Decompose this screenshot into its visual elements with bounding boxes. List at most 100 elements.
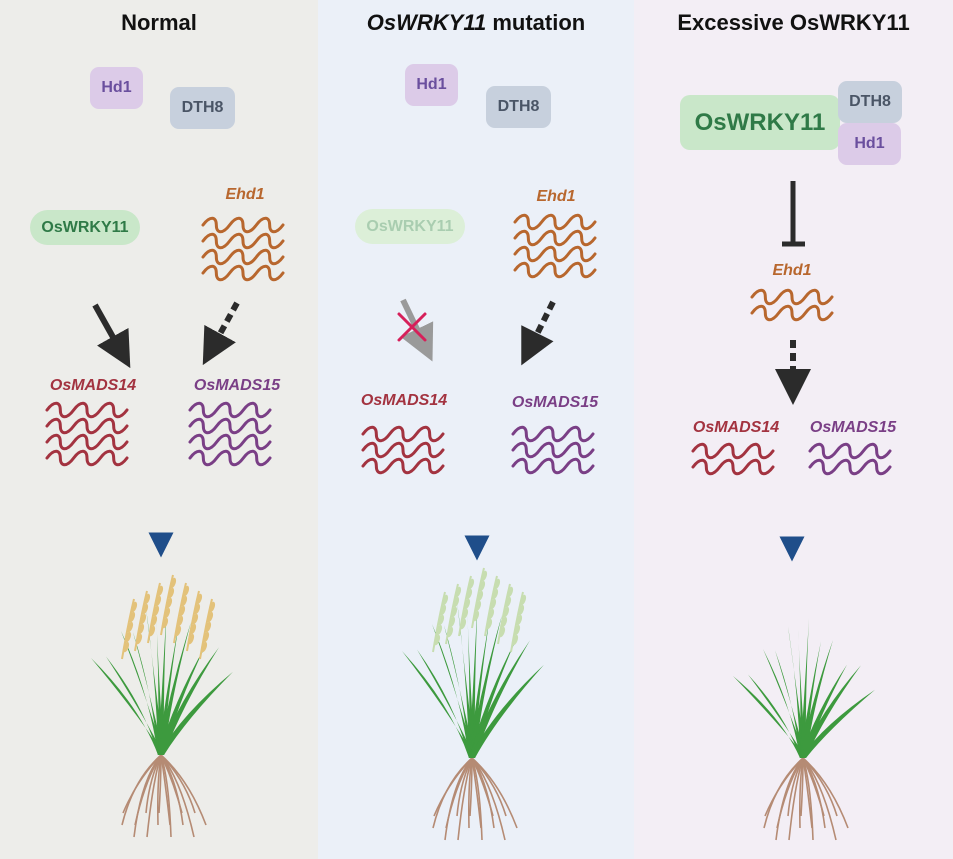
grain: [454, 586, 462, 598]
leaf: [733, 676, 806, 758]
grain: [504, 596, 512, 608]
grain: [180, 595, 188, 607]
rice-plant-flowering: [91, 574, 233, 838]
title-gene-name: OsWRKY11: [366, 10, 487, 35]
grain: [124, 631, 132, 643]
grain: [435, 624, 443, 636]
oswrky11-box-faded: OsWRKY11: [355, 209, 465, 244]
grain: [148, 625, 156, 637]
grain: [169, 577, 177, 589]
mrna-wave: [188, 433, 272, 451]
grain: [206, 611, 214, 623]
dashed-activation-arrow: [521, 300, 556, 366]
grain: [493, 578, 501, 590]
osmads15-label: OsMADS15: [809, 419, 897, 436]
osmads15-label: OsMADS15: [193, 377, 281, 394]
grain: [487, 608, 495, 620]
mrna-wave: [511, 457, 595, 475]
mrna-wave: [45, 433, 129, 451]
mrna-wave: [201, 232, 285, 250]
grain: [437, 614, 445, 626]
grain: [506, 586, 514, 598]
grain: [491, 588, 499, 600]
dth8-box: DTH8: [838, 81, 902, 123]
grain: [515, 614, 523, 626]
panel-title-excess: Excessive OsWRKY11: [677, 10, 910, 35]
leaf: [402, 651, 475, 758]
grain: [502, 606, 510, 618]
leaf: [121, 631, 164, 755]
mrna-wave: [201, 264, 285, 282]
grain: [130, 601, 138, 613]
grain: [187, 633, 195, 645]
mrna-wave: [201, 216, 285, 234]
grain: [478, 580, 486, 592]
mrna-wave: [188, 401, 272, 419]
leaf: [800, 665, 861, 758]
grain: [485, 618, 493, 630]
ehd1-label: Ehd1: [772, 262, 812, 279]
grain: [200, 641, 208, 653]
grain: [167, 587, 175, 599]
grain: [161, 617, 169, 629]
grain: [139, 613, 147, 625]
root: [160, 754, 207, 826]
grain: [463, 598, 471, 610]
grain: [439, 604, 447, 616]
mrna-wave: [691, 442, 775, 460]
mrna-wave: [750, 288, 834, 306]
grain: [122, 641, 130, 653]
grain: [448, 616, 456, 628]
grain: [137, 623, 145, 635]
grain: [156, 585, 164, 597]
mrna-wave: [45, 449, 129, 467]
mrna-wave: [513, 261, 597, 279]
grain: [519, 594, 527, 606]
panel-title-mutation: OsWRKY11 mutation: [318, 10, 634, 36]
dth8-box: DTH8: [486, 86, 551, 128]
grain: [141, 603, 149, 615]
grain: [174, 625, 182, 637]
grain: [195, 593, 203, 605]
oswrky11-box: OsWRKY11: [30, 210, 140, 245]
leaf: [444, 625, 475, 758]
grain: [459, 618, 467, 630]
mrna-wave: [513, 213, 597, 231]
grain: [182, 585, 190, 597]
grain: [191, 613, 199, 625]
grain: [446, 626, 454, 638]
grain: [204, 621, 212, 633]
mrna-wave: [511, 441, 595, 459]
mrna-wave: [513, 245, 597, 263]
root: [802, 757, 814, 841]
grain: [452, 596, 460, 608]
hd1-box: Hd1: [90, 67, 143, 109]
mrna-wave: [45, 417, 129, 435]
grain: [498, 626, 506, 638]
leaf: [748, 674, 806, 758]
hd1-box: Hd1: [838, 123, 901, 165]
mrna-wave: [511, 425, 595, 443]
leaf: [800, 689, 875, 758]
root: [788, 757, 804, 841]
grain: [150, 615, 158, 627]
grain: [467, 578, 475, 590]
leaf: [417, 649, 475, 758]
grain: [441, 594, 449, 606]
hd1-box: Hd1: [405, 64, 458, 106]
root: [146, 754, 162, 838]
panel-title-normal: Normal: [121, 10, 197, 35]
grain: [126, 621, 134, 633]
cross-mark: [397, 312, 427, 342]
mrna-wave: [188, 449, 272, 467]
mrna-wave: [513, 229, 597, 247]
grain: [433, 634, 441, 646]
leaf: [763, 649, 806, 758]
leaf: [158, 671, 233, 755]
grain: [480, 570, 488, 582]
mrna-wave: [691, 458, 775, 476]
mrna-wave: [201, 248, 285, 266]
mrna-wave: [361, 457, 445, 475]
leaf: [469, 616, 490, 758]
